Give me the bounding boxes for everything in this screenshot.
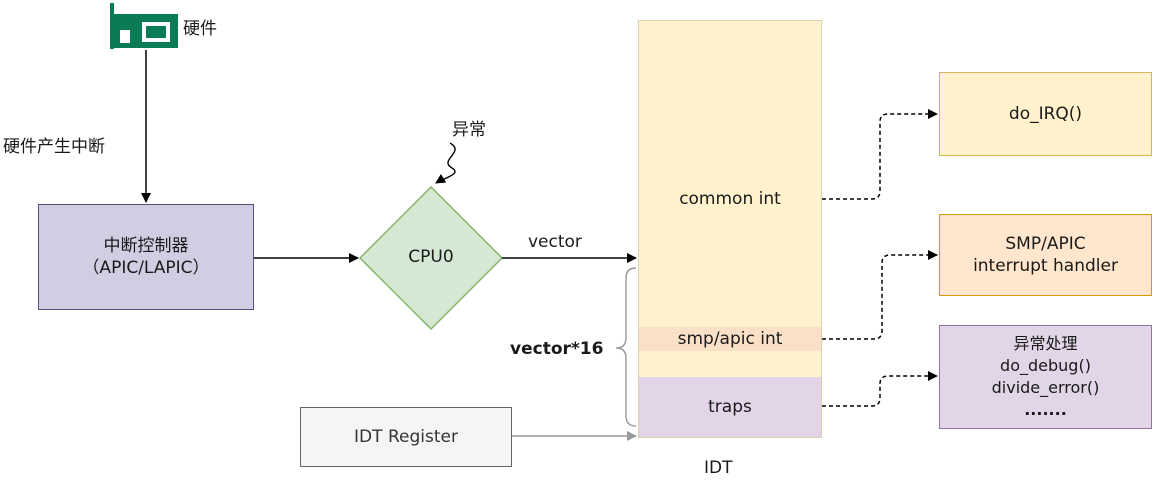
exception-squiggle-arrow: [435, 142, 456, 184]
idt-title: IDT: [704, 458, 733, 478]
controller-title: 中断控制器: [103, 236, 189, 256]
network-card-icon: [110, 3, 178, 49]
hw-interrupt-label: 硬件产生中断: [3, 132, 105, 157]
smp-to-handler-arrow: [822, 250, 938, 340]
idt-register-label: IDT Register: [354, 427, 458, 447]
exception-handler-debug: do_debug(): [1000, 356, 1091, 375]
common-to-irq-arrow: [822, 109, 938, 200]
cpu-label: CPU0: [408, 247, 454, 267]
idt-traps-label: traps: [708, 397, 752, 417]
exception-label: 异常: [452, 120, 486, 140]
vector-label: vector: [528, 232, 582, 252]
idt-common-label: common int: [679, 189, 781, 209]
idt-smp-row: [639, 327, 821, 351]
do-irq-box: do_IRQ(): [939, 72, 1152, 156]
interrupt-controller-box: 中断控制器 （APIC/LAPIC）: [38, 204, 254, 310]
controller-subtitle: （APIC/LAPIC）: [82, 258, 210, 278]
idt-smp-label: smp/apic int: [677, 329, 783, 349]
smp-handler-subtitle: interrupt handler: [973, 256, 1118, 276]
exception-handler-divide: divide_error(): [991, 378, 1100, 397]
hardware-label: 硬件: [183, 19, 217, 39]
vector16-brace: [615, 267, 637, 427]
smp-handler-title: SMP/APIC: [1005, 234, 1086, 254]
idt-register-box: IDT Register: [300, 407, 512, 467]
cpu-diamond: [358, 185, 504, 331]
exception-handler-title: 异常处理: [1013, 334, 1078, 353]
do-irq-label: do_IRQ(): [1008, 104, 1083, 124]
idt-traps-row: [639, 377, 821, 437]
exception-handler-box: 异常处理 do_debug() divide_error() .......: [939, 325, 1152, 429]
traps-to-exception-arrow: [822, 371, 938, 407]
vector16-label: vector*16: [510, 339, 604, 359]
exception-handler-ellipsis: .......: [1024, 400, 1067, 419]
smp-handler-box: SMP/APIC interrupt handler: [939, 214, 1152, 296]
idt-table: [638, 20, 822, 438]
